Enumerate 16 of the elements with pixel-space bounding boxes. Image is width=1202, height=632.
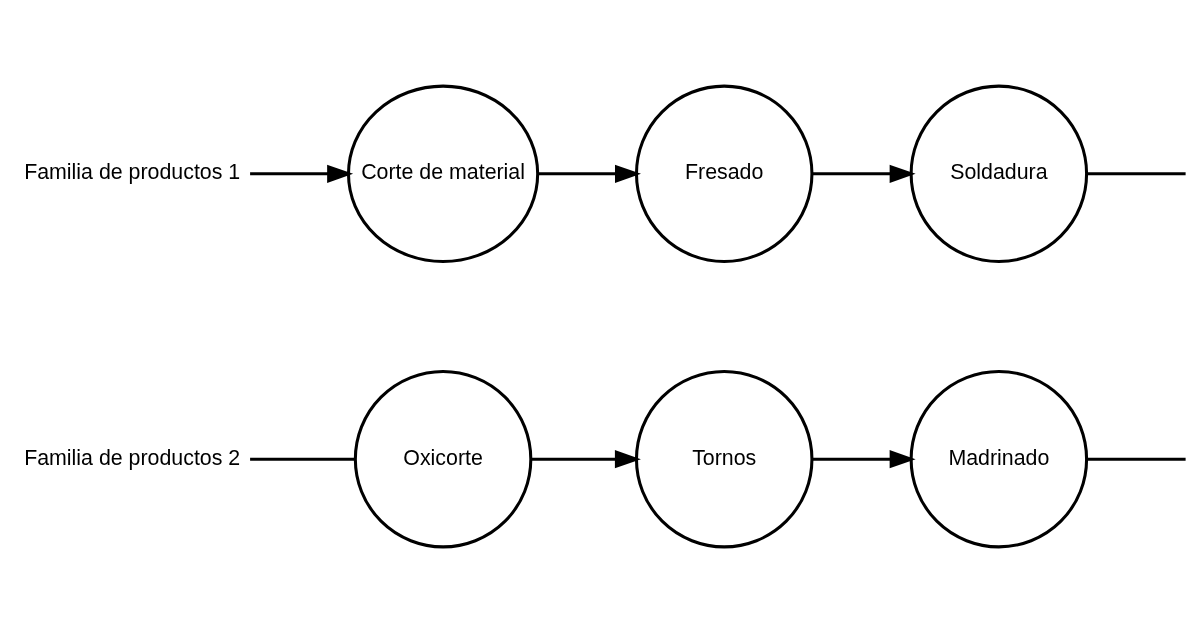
node-text: Familia de productos 2 (24, 445, 241, 470)
node-text: Familia de productos 1 (24, 159, 241, 184)
node-circle: Oxicorte (353, 369, 533, 548)
connector (1087, 171, 1186, 175)
node-circle: Corte de material (346, 84, 540, 263)
arrow (812, 449, 916, 468)
node-circle: Fresado (634, 84, 814, 263)
arrow (531, 449, 641, 468)
arrow (812, 164, 916, 183)
node-circle: Tornos (634, 369, 814, 548)
arrow (537, 164, 641, 183)
arrow (250, 164, 354, 183)
node-circle: Madrinado (909, 369, 1089, 548)
connector (250, 457, 356, 461)
connector (1087, 457, 1186, 461)
node-circle: Soldadura (909, 84, 1089, 263)
